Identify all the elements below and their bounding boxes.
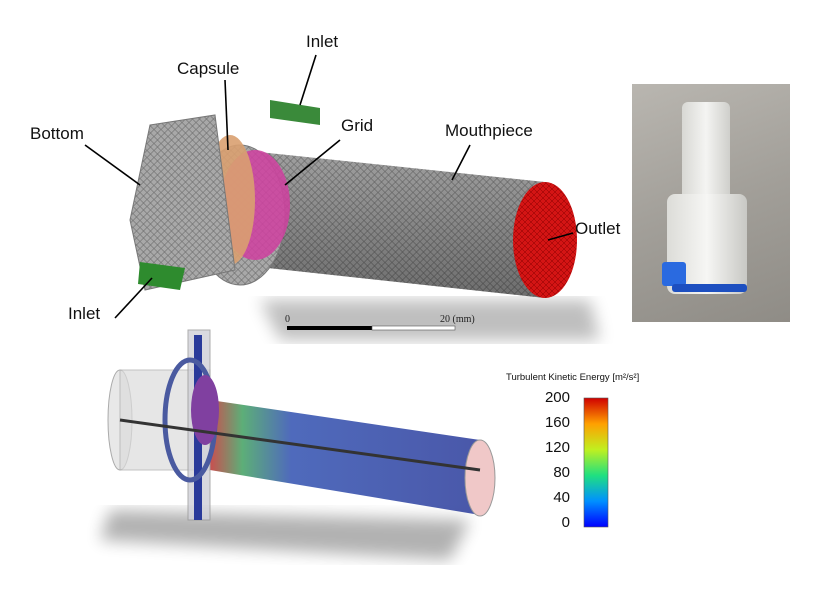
inlet-top-face: [270, 100, 320, 125]
colorbar-gradient: [583, 397, 609, 528]
cfd-model: [100, 329, 496, 560]
scale-bar-black: [287, 326, 372, 330]
label-inlet-top: Inlet: [306, 32, 339, 51]
label-inlet-bottom: Inlet: [68, 304, 101, 323]
colorbar-title: Turbulent Kinetic Energy [m²/s²]: [506, 372, 639, 383]
colorbar-tick: 120: [544, 439, 570, 456]
mesh-model: [129, 100, 600, 340]
label-mouthpiece: Mouthpiece: [445, 121, 533, 140]
colorbar-tick: 80: [553, 464, 570, 481]
label-grid: Grid: [341, 116, 374, 135]
colorbar-unit: [m²/s²]: [612, 372, 640, 383]
scale-bar-white: [371, 325, 456, 331]
colorbar-tick: 40: [553, 489, 570, 506]
label-capsule: Capsule: [177, 59, 240, 78]
scale-end-label: 20 (mm): [440, 314, 475, 325]
inlet-bottom-face: [138, 262, 185, 290]
colorbar-tick: 200: [544, 389, 570, 406]
label-outlet: Outlet: [575, 219, 621, 238]
scale-start-label: 0: [285, 314, 290, 325]
colorbar-title-text: Turbulent Kinetic Energy: [506, 372, 610, 383]
colorbar-tick: 160: [544, 414, 570, 431]
outlet-face: [513, 182, 577, 298]
label-arrows: [84, 54, 574, 319]
label-bottom: Bottom: [30, 124, 84, 143]
colorbar-tick: 0: [561, 514, 570, 531]
inhaler-photo: [632, 84, 790, 322]
